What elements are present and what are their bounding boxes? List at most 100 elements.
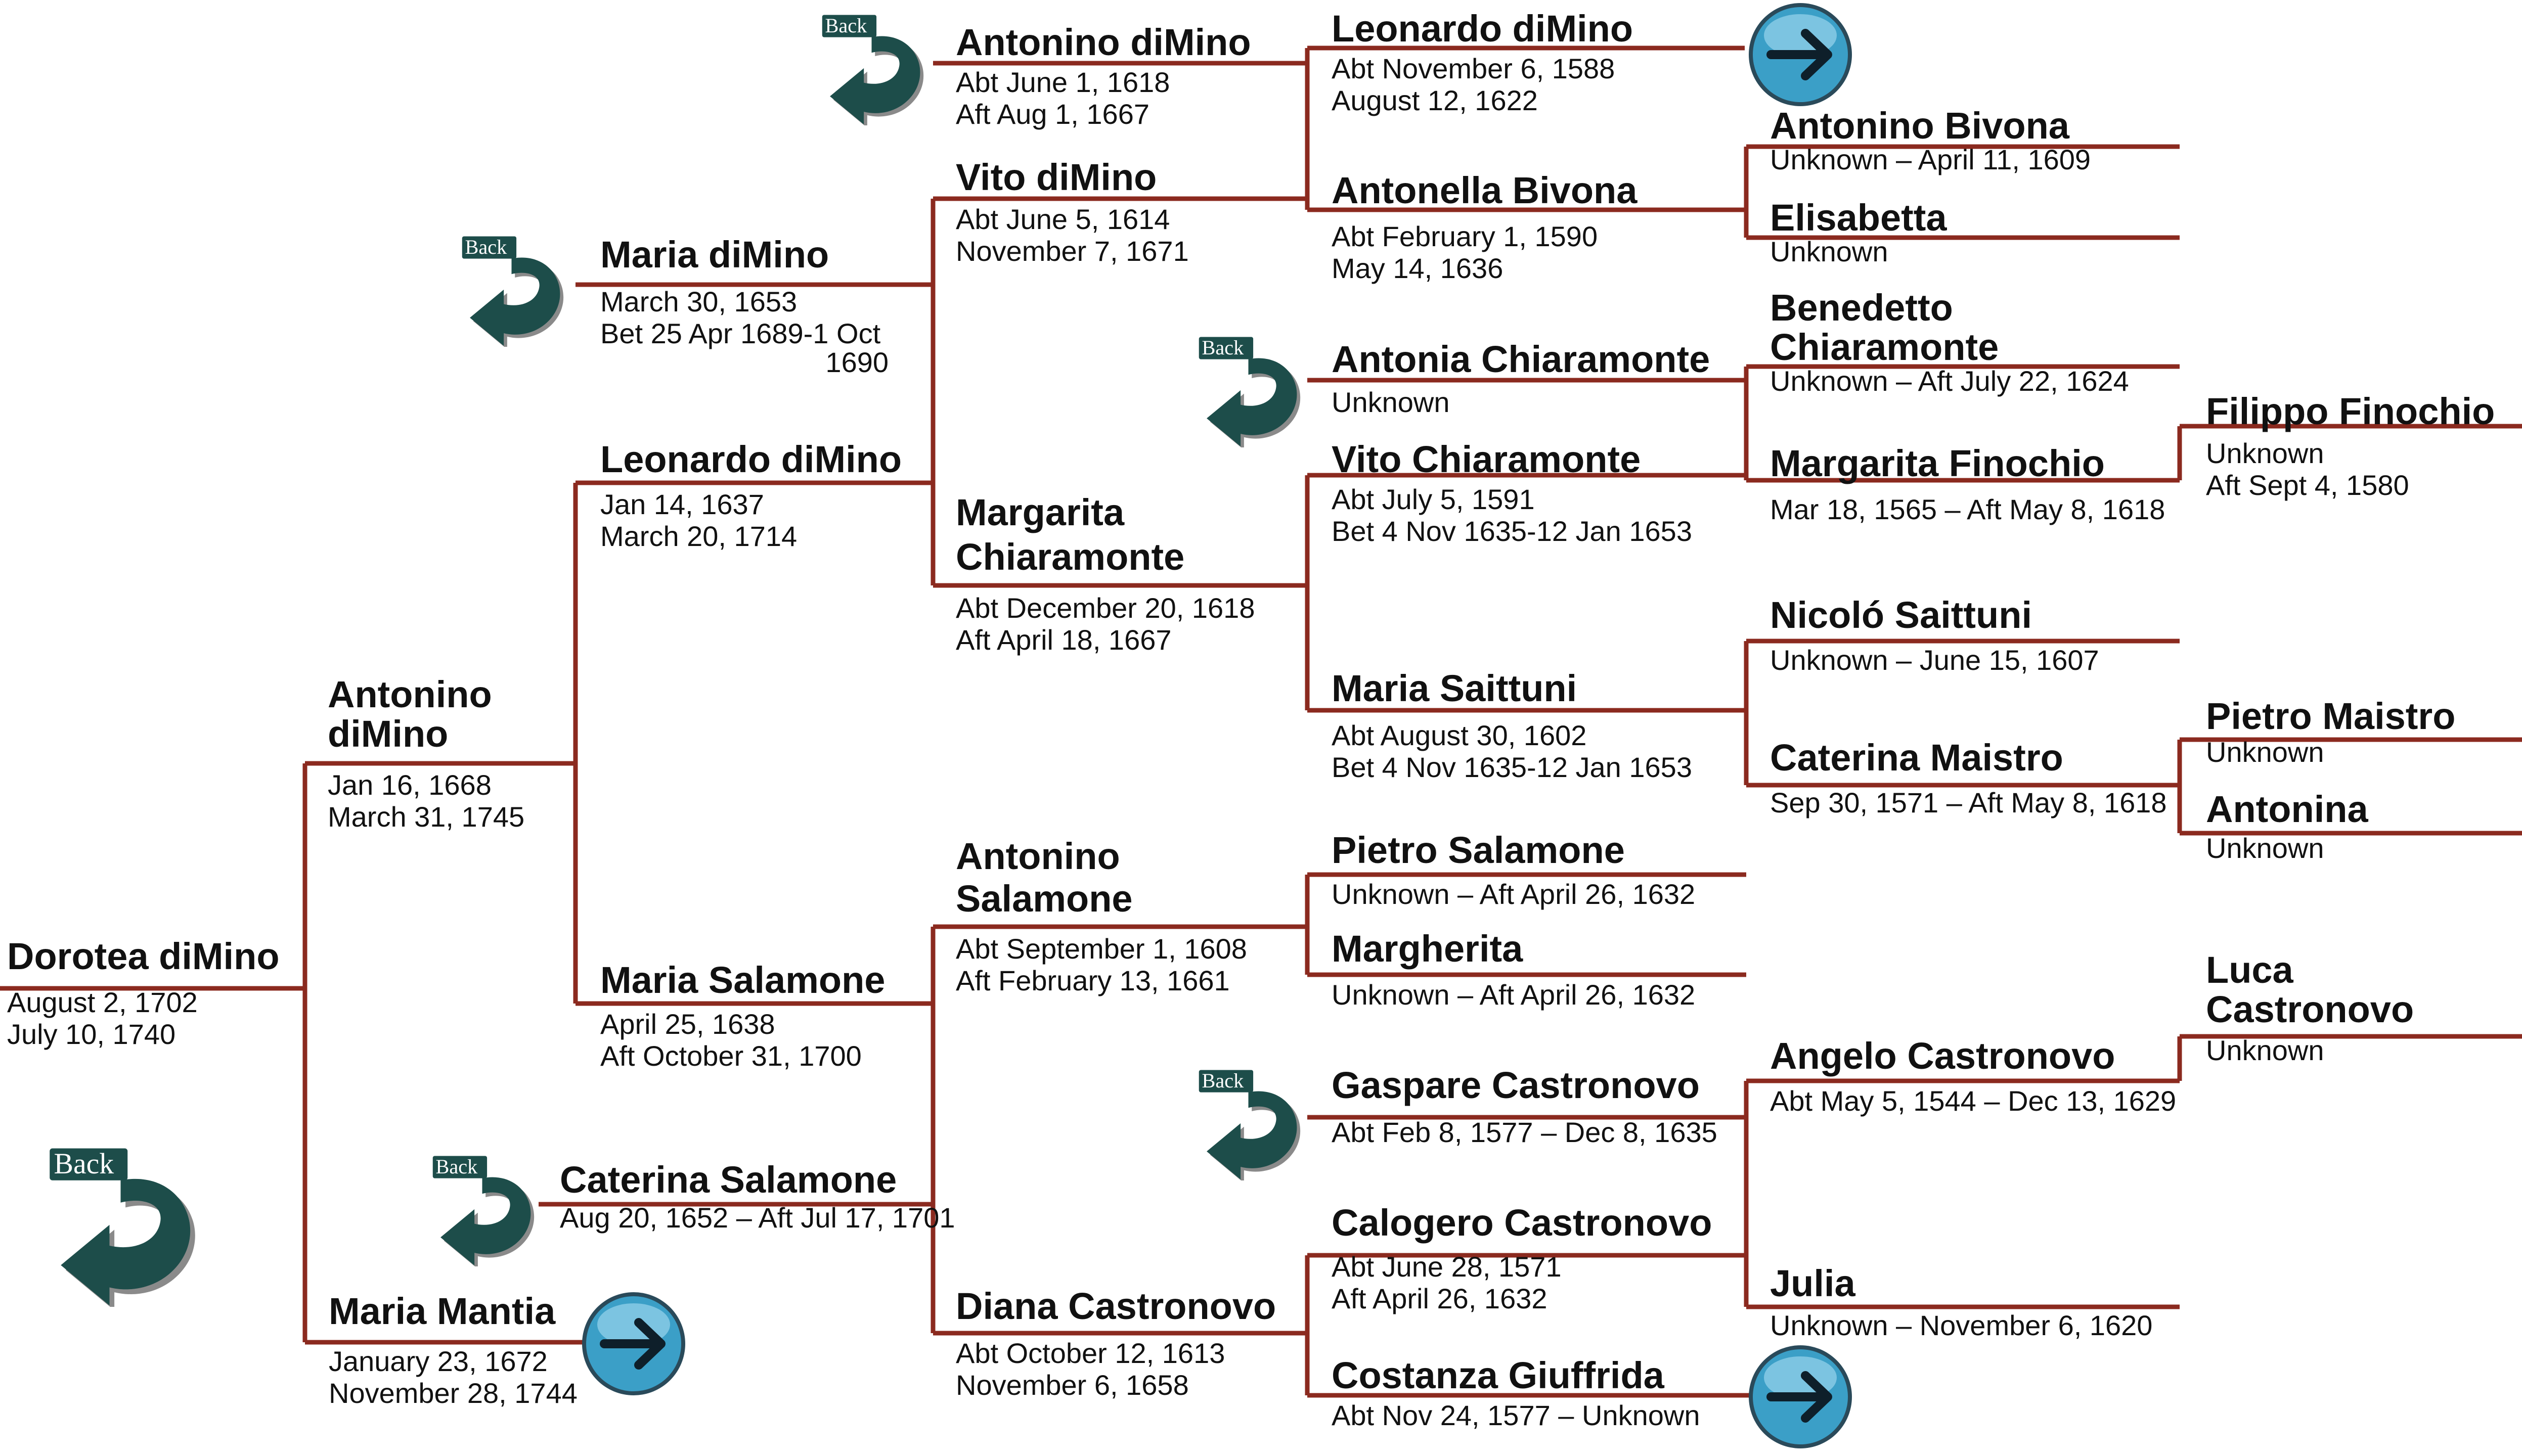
back-button[interactable]: Back — [1196, 331, 1312, 447]
person-maria-saittuni: Maria Saittuni Abt August 30, 1602 Bet 4… — [1332, 667, 1692, 784]
svg-text:Back: Back — [1202, 336, 1245, 359]
person-name: Antonina — [2206, 788, 2368, 830]
person-name: Maria Salamone — [600, 959, 886, 1001]
person-dates: Unknown – April 11, 1609 — [1770, 144, 2091, 175]
person-dates: Sep 30, 1571 – Aft May 8, 1618 — [1770, 787, 2167, 818]
person-dorotea-dimino: Dorotea diMino August 2, 1702 July 10, 1… — [7, 935, 280, 1051]
person-dates: November 28, 1744 — [329, 1377, 578, 1409]
person-caterina-salamone: Caterina Salamone Aug 20, 1652 – Aft Jul… — [560, 1160, 955, 1234]
person-dates: March 20, 1714 — [600, 520, 798, 552]
person-dates: July 10, 1740 — [7, 1018, 176, 1050]
person-dates: Unknown — [2206, 1034, 2324, 1066]
person-margherita: Margherita Unknown – Aft April 26, 1632 — [1332, 929, 1695, 1011]
person-name: Maria Saittuni — [1332, 667, 1577, 709]
person-dates: March 30, 1653 — [600, 286, 798, 317]
forward-arrow-icon — [1749, 3, 1852, 106]
person-dates: Aft October 31, 1700 — [600, 1040, 862, 1072]
person-dates: Jan 14, 1637 — [600, 488, 764, 520]
person-name: Antonino Bivona — [1770, 105, 2069, 147]
person-dates: Abt Feb 8, 1577 – Dec 8, 1635 — [1332, 1116, 1717, 1148]
person-name: Castronovo — [2206, 988, 2414, 1030]
person-name: Pietro Maistro — [2206, 695, 2456, 737]
forward-button[interactable] — [1746, 1342, 1855, 1451]
person-name: Benedetto — [1770, 287, 1953, 329]
person-name: Antonino — [328, 673, 492, 715]
person-antonia-chiaramonte: Antonia Chiaramonte Unknown — [1332, 338, 1710, 419]
person-name: Leonardo diMino — [600, 438, 902, 480]
person-vito-chiaramonte: Vito Chiaramonte Abt July 5, 1591 Bet 4 … — [1332, 438, 1692, 548]
person-antonino-dimino-1618: Antonino diMino Abt June 1, 1618 Aft Aug… — [956, 23, 1251, 130]
forward-button[interactable] — [1746, 0, 1855, 109]
person-name: Chiaramonte — [1770, 326, 1999, 368]
person-name: Pietro Salamone — [1332, 829, 1625, 871]
person-dates: Aft Sept 4, 1580 — [2206, 469, 2409, 501]
person-dates: Abt Nov 24, 1577 – Unknown — [1332, 1399, 1700, 1431]
person-leonardo-dimino-1588: Leonardo diMino Abt November 6, 1588 Aug… — [1332, 8, 1633, 117]
person-name: Margarita Finochio — [1770, 442, 2105, 484]
person-calogero-castronovo: Calogero Castronovo Abt June 28, 1571 Af… — [1332, 1202, 1712, 1315]
person-name: Angelo Castronovo — [1770, 1035, 2115, 1077]
person-antonella-bivona: Antonella Bivona Abt February 1, 1590 Ma… — [1332, 169, 1638, 285]
person-name: Antonia Chiaramonte — [1332, 338, 1710, 380]
person-dates: Abt August 30, 1602 — [1332, 719, 1587, 751]
person-caterina-maistro: Caterina Maistro Sep 30, 1571 – Aft May … — [1770, 738, 2167, 819]
person-dates: Aft Aug 1, 1667 — [956, 98, 1149, 130]
person-angelo-castronovo: Angelo Castronovo Abt May 5, 1544 – Dec … — [1770, 1036, 2176, 1117]
person-maria-mantia: Maria Mantia January 23, 1672 November 2… — [329, 1292, 578, 1409]
person-dates: Abt November 6, 1588 — [1332, 53, 1615, 84]
person-dates: Jan 16, 1668 — [328, 769, 492, 801]
person-name: Vito Chiaramonte — [1332, 438, 1641, 480]
person-margarita-finochio: Margarita Finochio Mar 18, 1565 – Aft Ma… — [1770, 442, 2165, 526]
svg-text:Back: Back — [436, 1155, 478, 1178]
person-name: Leonardo diMino — [1332, 8, 1633, 50]
svg-text:Back: Back — [1202, 1069, 1245, 1092]
person-dates: Aft April 18, 1667 — [956, 624, 1172, 656]
back-button[interactable]: Back — [459, 231, 576, 347]
svg-text:Back: Back — [54, 1148, 114, 1180]
person-dates: Abt June 5, 1614 — [956, 203, 1170, 235]
back-arrow-icon: Back — [1199, 336, 1301, 447]
person-name: Julia — [1770, 1262, 1855, 1304]
person-name: Chiaramonte — [956, 536, 1185, 578]
person-dates: Bet 25 Apr 1689-1 Oct — [600, 317, 881, 349]
person-name: Antonella Bivona — [1332, 169, 1638, 211]
back-button[interactable]: Back — [819, 9, 936, 125]
back-arrow-icon: Back — [822, 14, 924, 125]
person-name: diMino — [328, 713, 449, 755]
person-dates: April 25, 1638 — [600, 1008, 775, 1040]
person-dates: August 12, 1622 — [1332, 84, 1538, 116]
person-name: Caterina Salamone — [560, 1159, 897, 1201]
back-arrow-icon: Back — [432, 1155, 535, 1266]
person-dates: Mar 18, 1565 – Aft May 8, 1618 — [1770, 493, 2165, 525]
person-dates: Unknown — [2206, 437, 2324, 469]
back-button[interactable]: Back — [430, 1150, 546, 1266]
person-name: Dorotea diMino — [7, 935, 280, 977]
svg-text:Back: Back — [465, 236, 508, 258]
person-name: Salamone — [956, 878, 1133, 920]
person-name: Margherita — [1332, 928, 1523, 970]
svg-text:Back: Back — [825, 14, 868, 37]
person-luca-castronovo: Luca Castronovo Unknown — [2206, 950, 2414, 1067]
person-dates: Aug 20, 1652 – Aft Jul 17, 1701 — [560, 1202, 955, 1234]
person-dates: Bet 4 Nov 1635-12 Jan 1653 — [1332, 515, 1692, 547]
person-dates: Bet 4 Nov 1635-12 Jan 1653 — [1332, 751, 1692, 783]
person-name: Calogero Castronovo — [1332, 1202, 1712, 1244]
person-antonino-dimino-1668: Antonino diMino Jan 16, 1668 March 31, 1… — [328, 675, 524, 833]
person-antonina: Antonina Unknown — [2206, 790, 2368, 864]
person-leonardo-dimino-1637: Leonardo diMino Jan 14, 1637 March 20, 1… — [600, 438, 902, 553]
person-margarita-chiaramonte: Margarita Chiaramonte Abt December 20, 1… — [956, 493, 1255, 656]
person-name: Antonino diMino — [956, 21, 1251, 63]
back-arrow-icon: Back — [50, 1148, 195, 1307]
person-dates: 1690 — [825, 346, 889, 378]
forward-button[interactable] — [579, 1289, 688, 1398]
back-button-large[interactable]: Back — [46, 1140, 212, 1307]
person-name: Nicoló Saittuni — [1770, 594, 2032, 636]
back-button[interactable]: Back — [1196, 1064, 1312, 1180]
person-name: Maria Mantia — [329, 1290, 556, 1332]
person-costanza-giuffrida: Costanza Giuffrida Abt Nov 24, 1577 – Un… — [1332, 1356, 1700, 1432]
person-dates: Abt December 20, 1618 — [956, 592, 1255, 624]
person-name: Elisabetta — [1770, 197, 1947, 239]
person-antonino-bivona: Antonino Bivona Unknown – April 11, 1609 — [1770, 105, 2091, 176]
person-dates: May 14, 1636 — [1332, 252, 1503, 284]
